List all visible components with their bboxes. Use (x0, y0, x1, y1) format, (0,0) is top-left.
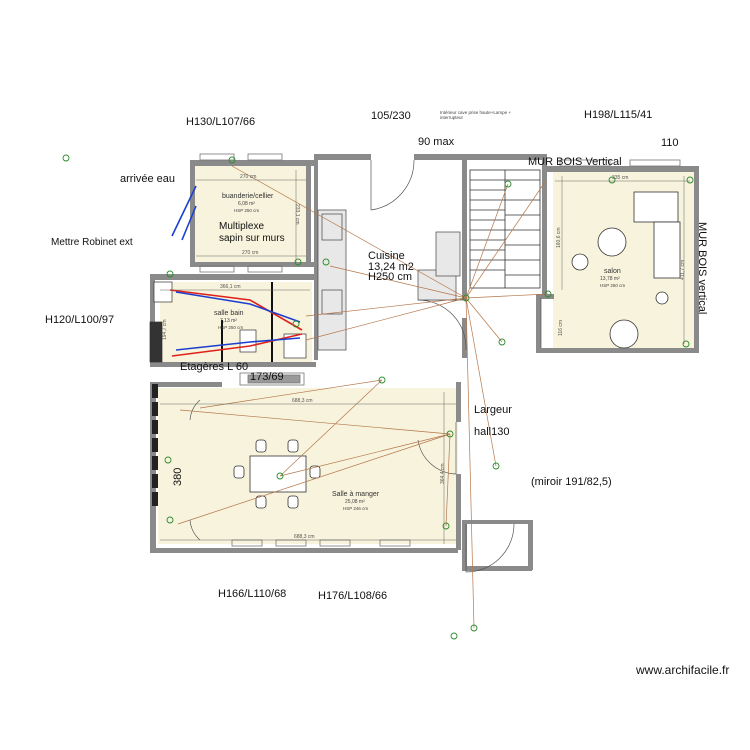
room-hsp-buanderie: HSP 250 cm (234, 208, 260, 213)
annotation-h166: H166/L110/68 (218, 588, 287, 600)
room-label-salon: salon (604, 268, 621, 275)
dimension-lines (160, 170, 690, 544)
dim-bain-top: 366,1 cm (220, 284, 241, 290)
staircase (469, 169, 541, 289)
annotation-380: 380 (172, 467, 184, 486)
dim-buanderie-top: 270 cm (240, 174, 257, 180)
room-area-salon: 13,78 m² (600, 276, 620, 282)
room-label-salle-manger: Salle à manger (332, 491, 380, 498)
annotation-h130: H130/L107/66 (186, 116, 256, 128)
dim-sam-bottom: 688,3 cm (294, 534, 315, 540)
annotation-robinet: Mettre Robinet ext (51, 237, 133, 248)
doors (189, 159, 542, 573)
windows (199, 153, 681, 547)
dim-bain-side: 194,7 cm (162, 319, 168, 340)
annotation-mur-bois-vertical: MUR BOIS Vertical (528, 156, 622, 168)
dining-set (233, 439, 321, 509)
watermark: www.archifacile.fr (636, 663, 730, 677)
annotation-largeur: Largeur (474, 404, 512, 416)
annotation-multiplexe-1: Multiplexe (219, 221, 265, 232)
annotation-cuisine-height: H250 cm (368, 271, 413, 283)
room-area-buanderie: 6,08 m² (238, 201, 255, 207)
electrical-symbols (62, 154, 694, 640)
circuit-lines (177, 165, 549, 629)
annotation-110: 110 (661, 137, 679, 149)
annotation-h198: H198/L115/41 (584, 109, 653, 121)
room-buanderie (192, 166, 310, 262)
room-area-salle-manger: 25,08 m² (345, 499, 365, 505)
room-label-buanderie: buanderie/cellier (222, 193, 274, 200)
dim-salon-small: 116 cm (558, 319, 564, 336)
annotation-hall: hall130 (474, 426, 510, 438)
annotation-miroir: (miroir 191/82,5) (531, 476, 612, 488)
annotation-switch-note: Intérieur cave prise haute+Lampe + inter… (440, 110, 512, 121)
annotation-etageres: Etagères L 60 (180, 361, 249, 373)
annotation-105-230: 105/230 (371, 110, 411, 122)
dim-sam-side: 364,4 cm (440, 463, 446, 484)
dim-sam-top: 688,3 cm (292, 398, 313, 404)
dim-buanderie-bottom: 270 cm (242, 250, 259, 256)
room-area-salle-bain: 7,13 m² (220, 318, 237, 324)
bookcase (152, 384, 158, 506)
salon-furniture (571, 191, 681, 349)
annotation-arrivee-eau: arrivée eau (120, 173, 176, 185)
red-wires (169, 289, 303, 357)
dim-salon-top: 335 cm (612, 175, 629, 181)
dim-salon-right: 411,7 cm (680, 259, 686, 280)
annotation-cuisine-area: 13,24 m2 (368, 261, 414, 273)
room-hsp-salle-bain: HSP 250 cm (218, 325, 244, 330)
annotation-173-69: 173/69 (250, 371, 284, 383)
annotation-h120: H120/L100/97 (45, 314, 115, 326)
kitchen-furniture (317, 209, 461, 351)
room-label-salle-bain: salle bain (214, 310, 244, 317)
dim-salon-left: 160,6 cm (556, 227, 562, 248)
annotation-multiplexe-2: sapin sur murs (219, 233, 285, 244)
annotation-90-max: 90 max (418, 136, 455, 148)
dim-buanderie-side: 233,1 cm (294, 204, 300, 225)
room-salle-manger (158, 388, 458, 544)
annotation-cuisine: Cuisine (368, 250, 405, 262)
annotation-mur-bois-vertical-side: MUR BOIS vertical (696, 222, 708, 315)
room-hsp-salon: HSP 250 cm (600, 283, 626, 288)
blue-wires (171, 185, 301, 351)
room-hsp-salle-manger: HSP 246 cm (343, 506, 369, 511)
annotation-h176: H176/L108/66 (318, 590, 388, 602)
